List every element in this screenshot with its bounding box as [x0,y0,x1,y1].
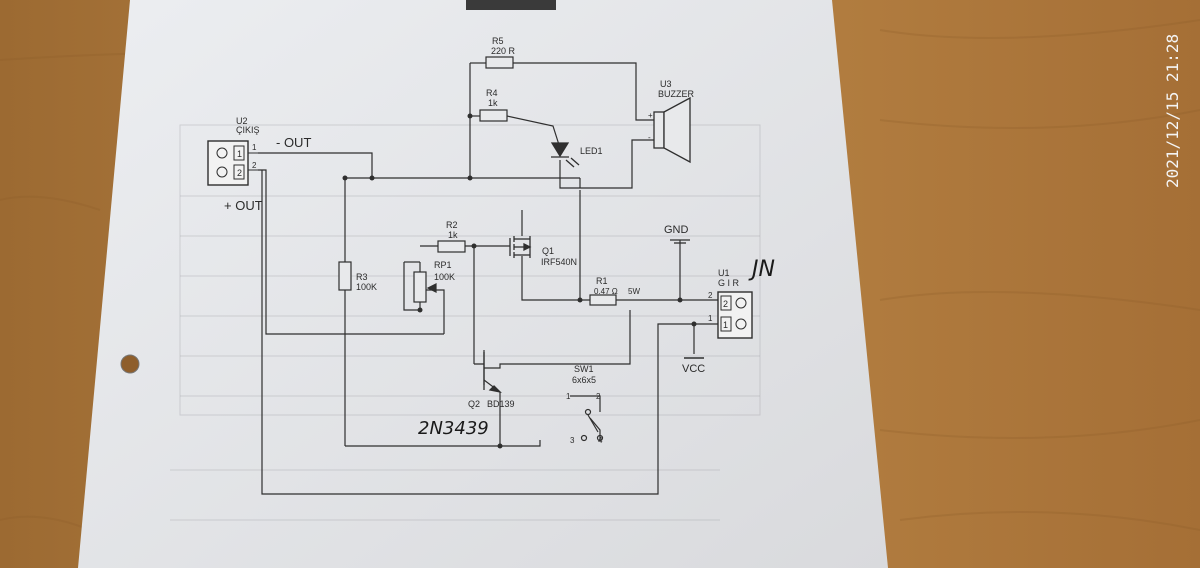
vcc-label: VCC [682,363,705,375]
switch-sw1 [580,408,604,442]
r1-power: 5W [628,287,640,296]
r4-value: 1k [488,98,498,108]
punch-hole [120,354,140,374]
resistor-r4 [479,109,508,122]
mosfet-q1 [509,236,532,258]
connector-u2 [207,140,258,186]
q1-value: IRF540N [541,257,577,267]
gnd-label: GND [664,224,689,236]
sw1-pin4: 4 [598,436,603,445]
wires [258,62,718,495]
r3-ref: R3 [356,272,368,282]
q2-ref: Q2 [468,399,480,409]
u2-wire1-number: 1 [252,143,257,152]
u2-ref: U2 [236,116,248,126]
r1-ref: R1 [596,276,608,286]
rp1-ref: RP1 [434,260,452,270]
u1-name: G I R [718,278,740,288]
sw1-ref: SW1 [574,364,594,374]
potentiometer-rp1 [413,271,437,303]
q1-ref: Q1 [542,246,554,256]
u2-pin1-label: 1 [237,149,242,159]
junction-dots [342,113,697,449]
u3-value: BUZZER [658,89,695,99]
sw1-pin3: 3 [570,436,575,445]
r2-value: 1k [448,230,458,240]
led1-ref: LED1 [580,146,603,156]
r4-ref: R4 [486,88,498,98]
gnd-symbol [670,239,690,244]
u1-wire2-number: 2 [708,291,713,300]
rp1-value: 100K [434,272,455,282]
show-through-form [170,124,761,521]
r1-value: 0.47 Ω [594,287,618,296]
buzzer-polarity-minus: - [648,133,651,142]
r3-value: 100K [356,282,377,292]
u2-wire2-number: 2 [252,161,257,170]
sw1-pin2: 2 [596,392,601,401]
u1-pin1-label: 1 [723,320,728,330]
transistor-q2 [474,352,502,394]
resistor-r1 [589,294,617,306]
minus-out-label: - OUT [276,135,311,150]
q2-value: BD139 [487,399,515,409]
paper-top-tab [466,0,556,10]
u3-ref: U3 [660,79,672,89]
u1-pin2-label: 2 [723,299,728,309]
photo-timestamp: 2021/12/15 21:28 [1163,34,1182,188]
sw1-value: 6x6x5 [572,375,596,385]
plus-out-label: + OUT [224,198,263,213]
resistor-r2 [437,240,466,253]
u2-pin2-label: 2 [237,168,242,178]
r5-ref: R5 [492,36,504,46]
u1-wire1-number: 1 [708,314,713,323]
resistor-r5 [485,56,514,69]
handwritten-2n3439: 2N3439 [418,418,489,439]
u1-ref: U1 [718,268,730,278]
resistor-r3 [338,261,352,291]
r5-value: 220 R [491,46,516,56]
sw1-pin1: 1 [566,392,571,401]
paper-sheet [78,0,888,568]
buzzer-polarity-plus: + [648,111,653,120]
u2-name: ÇIKIŞ [236,125,260,135]
connector-u1 [717,291,753,339]
buzzer-symbol [653,96,691,164]
r2-ref: R2 [446,220,458,230]
handwritten-jn: JN [748,257,775,282]
led-symbol [550,142,580,168]
